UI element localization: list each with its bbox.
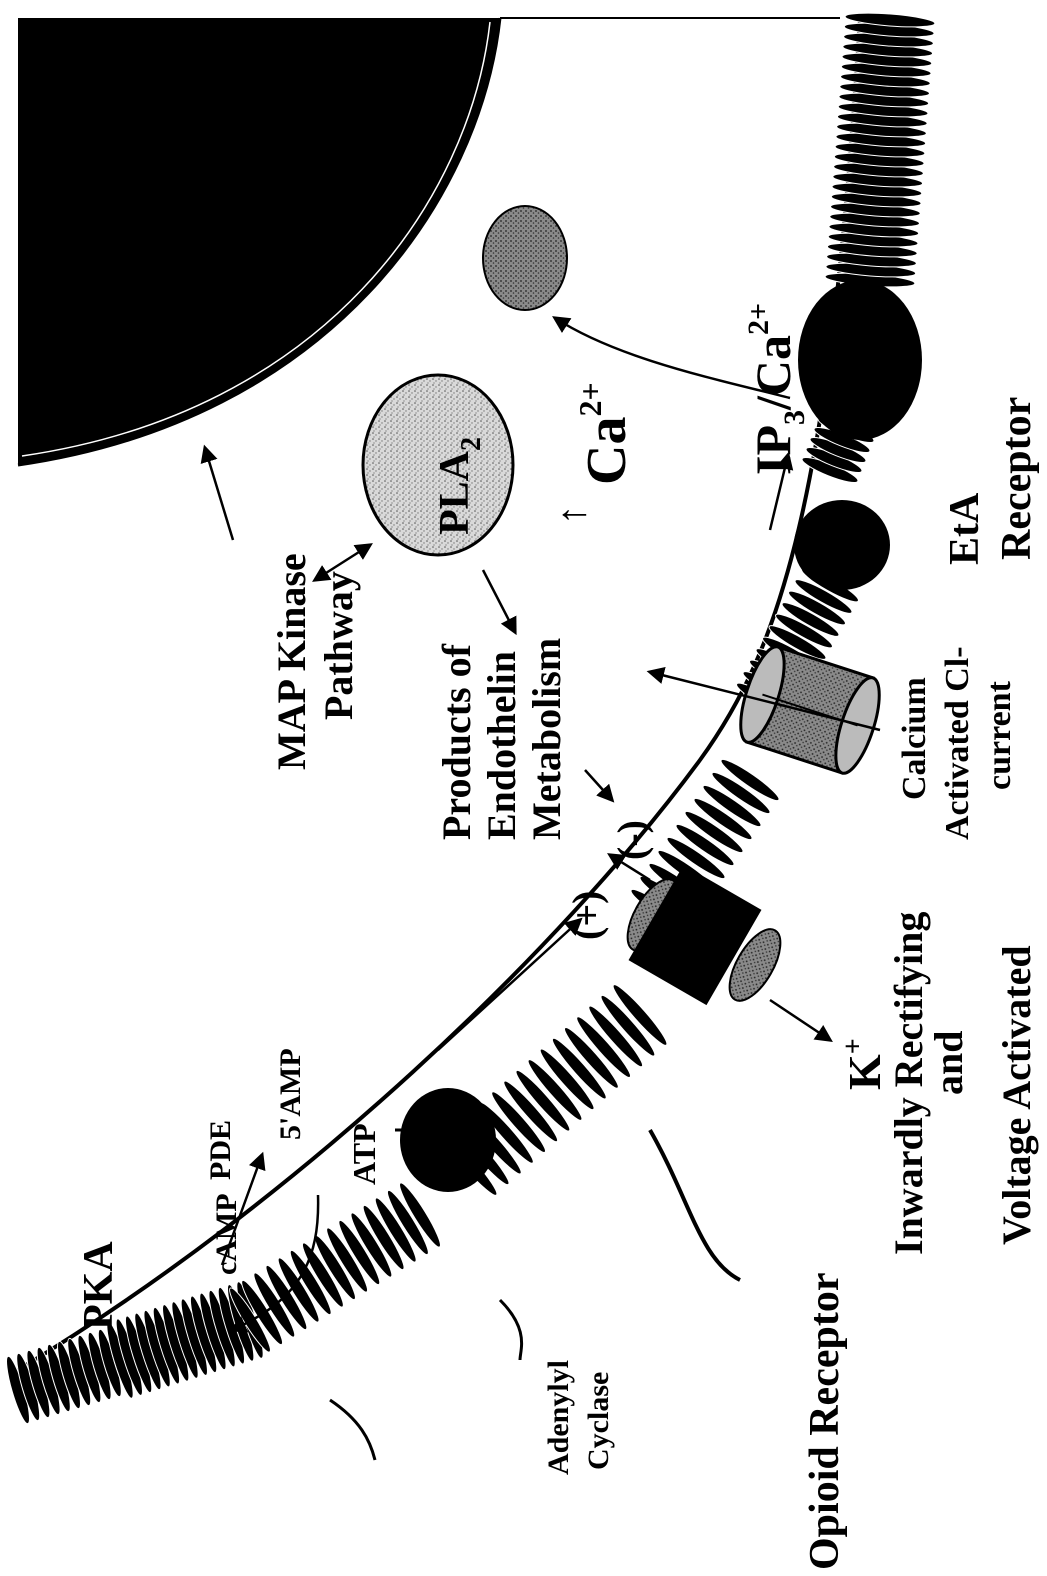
label-calcium: Calcium [896,677,933,800]
label-cyclase: Cyclase [582,1372,615,1470]
label-and: and [926,1031,971,1096]
label-products: Products of [434,643,479,840]
vesicle [483,206,567,310]
lower-tail [330,1400,375,1460]
label-activated-cl: Activated Cl- [939,646,976,840]
label-endothelin: Endothelin [479,651,524,840]
label-map-2: Pathway [316,571,361,720]
label-voltage: Voltage Activated [994,945,1039,1245]
labels: PKA cAMP PDE 5'AMP ATP Adenylyl Cyclase … [76,303,1040,1570]
arrow-minus-top [585,770,612,800]
adenylyl-cyclase-domain [400,1088,496,1192]
label-opioid-receptor: Opioid Receptor [802,1273,848,1570]
arrow-k-out [770,1000,830,1040]
label-eta: EtA [942,492,988,565]
label-ca-arrow: ↑ [549,505,594,525]
label-inwardly: Inwardly Rectifying [886,912,931,1255]
label-plus: (+) [564,891,609,940]
label-camp: cAMP [210,1193,243,1275]
label-5amp: 5'AMP [274,1048,307,1140]
label-receptor: Receptor [994,397,1040,560]
label-metabolism: Metabolism [524,638,569,840]
arrow-pla2-products [483,570,515,632]
label-atp: ATP [346,1123,382,1185]
label-adenylyl: Adenylyl [542,1360,575,1475]
label-minus: (-) [609,820,654,860]
arrow-plus [438,920,580,1050]
eta-receptor-main-blob [798,280,922,440]
label-current: current [981,680,1018,790]
label-pde: PDE [204,1120,237,1180]
eta-receptor-lower-blob [794,500,890,590]
opioid-receptor-tail [650,1130,740,1280]
label-map-1: MAP Kinase [269,553,314,770]
label-k: K+ [838,1038,890,1090]
cyclase-tail [500,1300,522,1360]
label-pka: PKA [76,1241,122,1330]
label-ip3: IP3/Ca2+ [742,303,811,475]
arrow-to-nucleus [205,448,233,540]
label-ca: Ca2+ [572,382,638,485]
